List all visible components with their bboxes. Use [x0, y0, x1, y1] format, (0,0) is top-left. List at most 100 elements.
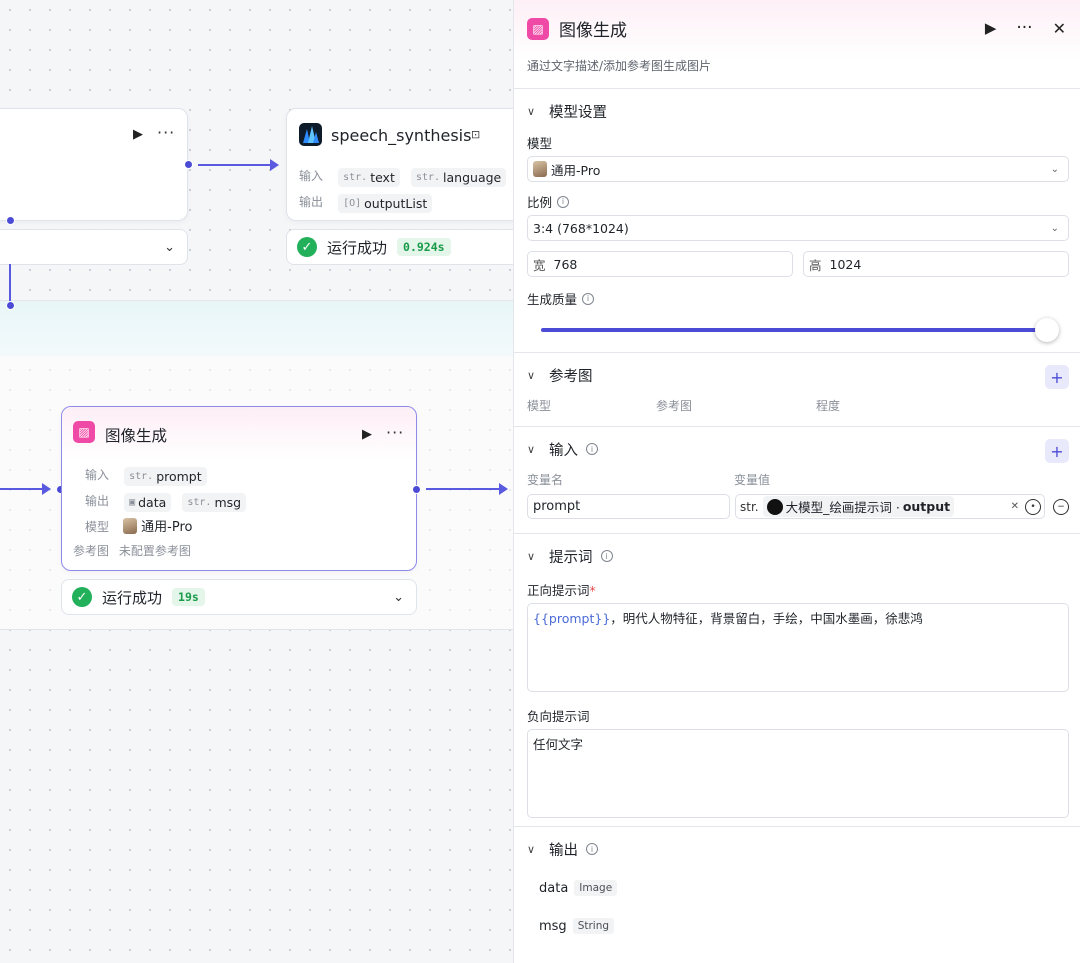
chevron-down-icon[interactable]: ⌄ — [393, 590, 404, 605]
panel-title: 图像生成 — [559, 21, 627, 41]
section-header[interactable]: ∨ 模型设置 — [527, 99, 1069, 123]
status-text: 运行成功 — [327, 238, 388, 257]
model-select[interactable]: 通用-Pro ⌄ — [527, 156, 1069, 182]
info-icon[interactable]: i — [600, 550, 613, 562]
node-partial-status-bar[interactable]: ⌄ — [0, 229, 188, 265]
section-header[interactable]: ∨ 提示词 i — [527, 544, 1069, 568]
input-label: 输入 — [85, 468, 110, 482]
variable-name-input[interactable]: prompt — [527, 494, 730, 519]
positive-prompt-textarea[interactable]: {{prompt}}，明代人物特征，背景留白，手绘，中国水墨画，徐悲鸿 — [527, 603, 1069, 692]
more-options-icon[interactable]: ··· — [1016, 18, 1033, 38]
slider-track[interactable] — [541, 328, 1045, 332]
llm-node-icon — [766, 498, 783, 515]
output-section: ∨ 输出 i data Image msg String — [514, 826, 1080, 963]
collapse-caret-icon[interactable]: ∨ — [527, 368, 536, 382]
model-avatar — [533, 161, 547, 177]
slider-handle[interactable] — [1035, 318, 1059, 342]
output-row: 输出 ▣data str.msg — [85, 490, 252, 512]
add-reference-button[interactable]: + — [1045, 365, 1069, 389]
type-tag: String — [572, 918, 615, 934]
port-in[interactable] — [6, 301, 15, 310]
node-title: 图像生成 — [105, 427, 168, 445]
image-gen-node[interactable]: ▨ 图像生成 ▶ ··· 输入 str.prompt 输出 ▣data str.… — [61, 406, 417, 571]
node-config-panel: ▨ 图像生成 ▶ ··· ✕ 通过文字描述/添加参考图生成图片 ∨ 模型设置 模… — [513, 0, 1080, 963]
node-partial-top-left[interactable]: ▶ ··· — [0, 108, 188, 221]
variable-value-input[interactable]: str. 大模型_绘画提示词 · output ✕ • — [735, 494, 1045, 519]
section-header[interactable]: ∨ 输出 i — [527, 837, 1069, 861]
model-row: 模型 通用-Pro — [85, 516, 192, 535]
section-header[interactable]: ∨ 输入 i — [527, 437, 1069, 461]
negative-prompt-label: 负向提示词 — [527, 709, 590, 724]
reference-columns: 模型 参考图 程度 — [527, 399, 841, 413]
section-title: 输出 — [549, 842, 578, 859]
negative-prompt-textarea[interactable]: 任何文字 — [527, 729, 1069, 818]
success-check-icon: ✓ — [72, 587, 92, 607]
ref-label: 参考图 — [73, 544, 110, 558]
workflow-canvas[interactable]: ▶ ··· ⌄ speech_synthesis ⊡ 输入 str.text s… — [0, 0, 513, 963]
speech-logo-icon — [299, 123, 322, 146]
width-input[interactable]: 宽 768 — [527, 251, 793, 277]
success-check-icon: ✓ — [297, 237, 317, 257]
port-out[interactable] — [6, 216, 15, 225]
panel-subtitle: 通过文字描述/添加参考图生成图片 — [527, 59, 712, 73]
section-title: 模型设置 — [549, 104, 607, 121]
speech-synthesis-node[interactable]: speech_synthesis ⊡ 输入 str.text str.langu… — [286, 108, 513, 221]
output-label: 输出 — [85, 494, 110, 508]
section-title: 提示词 — [549, 549, 593, 566]
run-button[interactable]: ▶ — [984, 19, 997, 37]
info-icon[interactable]: i — [586, 843, 598, 855]
input-row: 输入 str.prompt — [85, 464, 213, 486]
image-gen-status-bar[interactable]: ✓ 运行成功 19s ⌄ — [61, 579, 417, 615]
section-title: 参考图 — [549, 368, 593, 385]
info-icon[interactable]: i — [586, 443, 598, 455]
port-out[interactable] — [412, 485, 421, 494]
close-button[interactable]: ✕ — [1052, 18, 1066, 38]
more-options-icon[interactable]: ··· — [386, 423, 405, 442]
output-item: data Image — [527, 869, 1069, 907]
collapse-caret-icon[interactable]: ∨ — [527, 549, 536, 563]
run-node-button[interactable]: ▶ — [362, 427, 372, 442]
collapse-caret-icon[interactable]: ∨ — [527, 842, 536, 856]
edge-line — [426, 488, 500, 490]
edge-line — [198, 164, 272, 166]
edge-line — [0, 488, 44, 490]
ratio-select-value: 3:4 (768*1024) — [533, 220, 629, 236]
output-pill: [O]outputList — [338, 194, 433, 213]
status-text: 运行成功 — [102, 588, 163, 607]
input-section: ∨ 输入 i + 变量名 变量值 prompt str. 大模型_绘画提示词 ·… — [514, 426, 1080, 533]
speech-status-bar[interactable]: ✓ 运行成功 0.924s — [286, 229, 513, 265]
info-icon[interactable]: i — [582, 292, 595, 305]
ref-value: 未配置参考图 — [118, 544, 191, 558]
reference-section: ∨ 参考图 + 模型 参考图 程度 — [514, 352, 1080, 426]
type-tag: Image — [574, 880, 618, 896]
panel-header: ▨ 图像生成 ▶ ··· ✕ 通过文字描述/添加参考图生成图片 — [514, 0, 1080, 88]
chevron-down-icon[interactable]: ⌄ — [164, 240, 175, 255]
add-input-button[interactable]: + — [1045, 439, 1069, 463]
remove-row-icon[interactable]: − — [1053, 498, 1069, 515]
ratio-select[interactable]: 3:4 (768*1024) ⌄ — [527, 215, 1069, 241]
quality-slider[interactable] — [527, 314, 1069, 344]
variable-reference-chip[interactable]: 大模型_绘画提示词 · output — [762, 496, 955, 517]
arrowhead-icon — [270, 159, 279, 171]
output-row: 输出 [O]outputList — [299, 191, 438, 213]
input-pill: str.prompt — [124, 467, 207, 486]
input-columns: 变量名 变量值 — [527, 473, 771, 487]
info-icon[interactable]: i — [557, 195, 570, 208]
run-node-button[interactable]: ▶ — [133, 127, 143, 142]
arrowhead-icon — [42, 483, 51, 495]
collapse-caret-icon[interactable]: ∨ — [527, 104, 536, 118]
collapse-caret-icon[interactable]: ∨ — [527, 442, 536, 456]
positive-prompt-label: 正向提示词* — [527, 583, 596, 598]
model-select-value: 通用-Pro — [551, 162, 601, 178]
output-pill: str.msg — [182, 493, 247, 512]
target-icon[interactable]: • — [1025, 498, 1041, 515]
height-input[interactable]: 高 1024 — [803, 251, 1069, 277]
port-out[interactable] — [184, 160, 193, 169]
duration-badge: 0.924s — [397, 238, 451, 256]
model-value: 通用-Pro — [141, 520, 193, 535]
section-header[interactable]: ∨ 参考图 — [527, 363, 1069, 387]
clear-icon[interactable]: ✕ — [1010, 501, 1019, 512]
more-options-icon[interactable]: ··· — [157, 123, 176, 142]
